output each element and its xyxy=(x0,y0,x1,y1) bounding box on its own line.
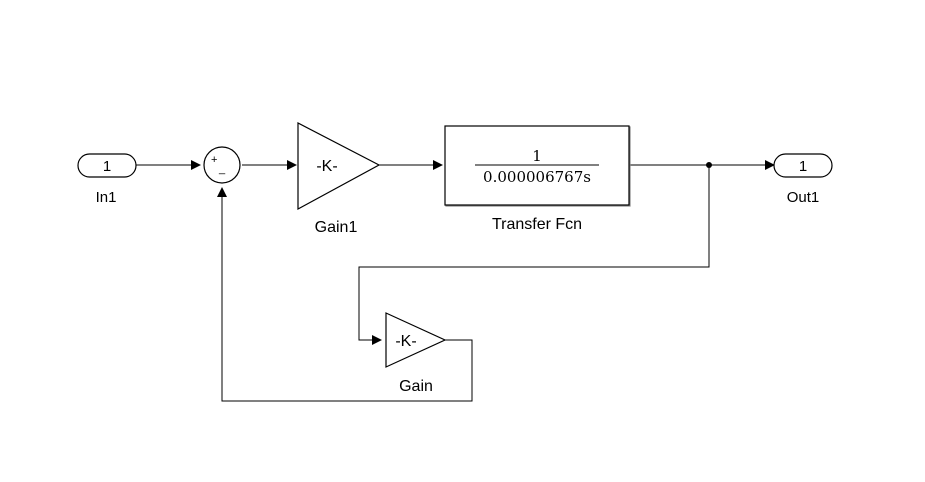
outport-out1[interactable]: 1 xyxy=(773,153,833,178)
transfer-fcn-label: Transfer Fcn xyxy=(492,216,582,233)
inport-number: 1 xyxy=(103,158,111,175)
sum-block[interactable]: + _ xyxy=(203,146,241,184)
signal-feedback-to-gain[interactable] xyxy=(358,165,710,345)
tf-denominator: 0.000006767s xyxy=(483,168,591,186)
sum-sign-minus: _ xyxy=(218,163,226,175)
signal-gain-to-sum[interactable] xyxy=(217,187,473,402)
tf-numerator: 1 xyxy=(532,147,542,165)
gain-label: Gain xyxy=(399,378,433,395)
outport-number: 1 xyxy=(799,158,807,175)
inport-in1[interactable]: 1 xyxy=(77,153,137,178)
sum-sign-plus: + xyxy=(211,154,217,166)
gain1-value: -K- xyxy=(316,158,337,175)
gain1-label: Gain1 xyxy=(315,219,358,236)
inport-label: In1 xyxy=(96,189,117,206)
gain-value: -K- xyxy=(395,333,416,350)
transfer-fcn-block[interactable]: 1 0.000006767s xyxy=(444,125,630,206)
gain-block[interactable]: -K- xyxy=(385,312,447,368)
outport-label: Out1 xyxy=(787,189,820,206)
gain1-block[interactable]: -K- xyxy=(297,122,381,211)
